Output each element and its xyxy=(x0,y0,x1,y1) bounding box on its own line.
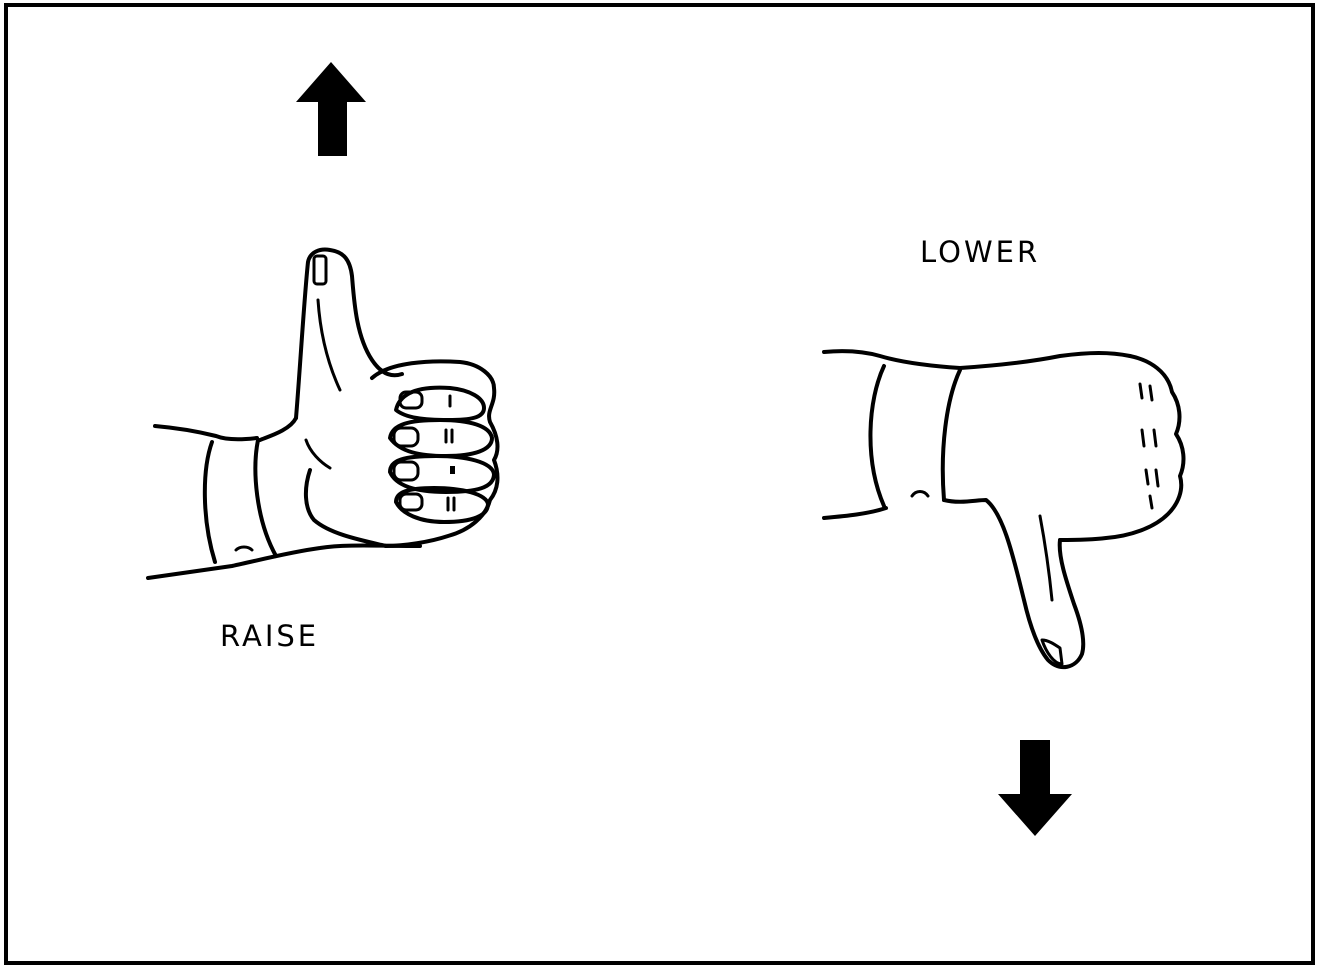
thumbs-up-hand-icon xyxy=(146,247,500,580)
figure-frame xyxy=(4,3,1315,965)
raise-label: RAISE xyxy=(220,619,319,653)
arrow-up-icon xyxy=(296,62,366,156)
lower-label: LOWER xyxy=(920,235,1040,269)
arrow-down-icon xyxy=(998,740,1072,836)
raise-signal: RAISE xyxy=(146,62,500,653)
thumbs-down-hand-icon xyxy=(822,349,1186,670)
lower-signal: LOWER xyxy=(822,235,1186,836)
